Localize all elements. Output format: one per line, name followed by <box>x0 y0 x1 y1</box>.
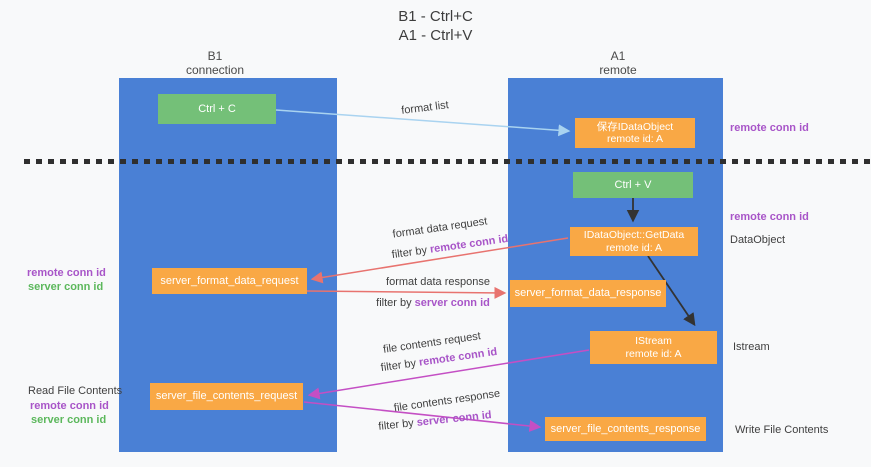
node-server-file-contents-response-label: server_file_contents_response <box>550 422 701 435</box>
column-header-b1-role: connection <box>185 63 245 77</box>
label-write-file-contents: Write File Contents <box>735 424 829 436</box>
label-left-remote-conn-id-1: remote conn id <box>27 267 106 279</box>
label-filter-by-server-2-prefix: filter by <box>376 297 415 309</box>
separator-dashed-line <box>24 159 871 164</box>
node-getdata-line1: IDataObject::GetData <box>583 229 685 241</box>
label-filter-by-remote-1-id: remote conn id <box>429 232 509 256</box>
node-istream-line2: remote id: A <box>625 347 682 360</box>
label-filter-by-server-4-prefix: filter by <box>377 416 418 433</box>
label-filter-by-server-2-id: server conn id <box>414 297 490 309</box>
column-header-a1-role: remote <box>599 63 637 77</box>
label-left-server-conn-id-1: server conn id <box>28 281 104 293</box>
column-header-a1-name: A1 <box>610 49 626 63</box>
node-getdata-line2: remote id: A <box>605 241 663 254</box>
node-ctrl-v-label: Ctrl + V <box>614 178 652 191</box>
label-istream: Istream <box>733 341 770 353</box>
node-server-format-data-request-label: server_format_data_request <box>160 274 299 287</box>
title-line-1: B1 - Ctrl+C <box>398 8 473 25</box>
node-ctrl-c: Ctrl + C <box>158 94 276 124</box>
label-filter-by-remote-3-prefix: filter by <box>380 356 420 375</box>
node-server-file-contents-response: server_file_contents_response <box>545 417 706 441</box>
diagram-title: B1 - Ctrl+C A1 - Ctrl+V <box>0 7 871 45</box>
node-save-dataobject-line1: 保存IDataObject <box>596 120 674 133</box>
node-server-format-data-response: server_format_data_response <box>510 280 666 307</box>
node-server-file-contents-request: server_file_contents_request <box>150 383 303 410</box>
node-ctrl-c-label: Ctrl + C <box>198 102 236 115</box>
label-remote-conn-id-top: remote conn id <box>730 122 809 134</box>
column-header-b1: B1 connection <box>150 49 280 77</box>
label-filter-by-server-2: filter by server conn id <box>373 297 493 309</box>
node-save-dataobject: 保存IDataObject remote id: A <box>575 118 695 148</box>
node-idataobject-getdata: IDataObject::GetData remote id: A <box>570 227 698 256</box>
node-server-format-data-response-label: server_format_data_response <box>514 287 662 299</box>
label-left-remote-conn-id-2: remote conn id <box>30 400 109 412</box>
label-filter-by-server-4-id: server conn id <box>416 409 493 429</box>
node-istream: IStream remote id: A <box>590 331 717 364</box>
node-ctrl-v: Ctrl + V <box>573 172 693 198</box>
label-read-file-contents: Read File Contents <box>28 385 123 397</box>
label-format-list: format list <box>400 99 450 117</box>
column-header-b1-name: B1 <box>207 49 223 63</box>
label-left-server-conn-id-2: server conn id <box>31 414 107 426</box>
node-server-file-contents-request-label: server_file_contents_request <box>155 390 298 402</box>
label-dataobject: DataObject <box>730 234 786 246</box>
node-server-format-data-request: server_format_data_request <box>152 268 307 294</box>
label-filter-by-remote-1-prefix: filter by <box>391 243 431 262</box>
label-format-data-response: format data response <box>386 276 490 288</box>
node-save-dataobject-line2: remote id: A <box>606 133 664 145</box>
title-line-2: A1 - Ctrl+V <box>398 27 473 44</box>
node-istream-line1: IStream <box>635 335 672 347</box>
column-header-a1: A1 remote <box>553 49 683 77</box>
label-remote-conn-id-mid: remote conn id <box>730 211 809 223</box>
